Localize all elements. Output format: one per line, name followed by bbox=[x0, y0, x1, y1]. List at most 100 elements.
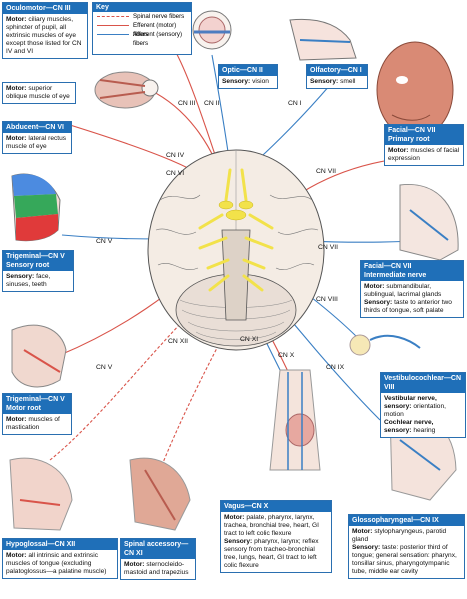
vagus-box: Vagus—CN X Motor: palate, pharynx, laryn… bbox=[220, 500, 332, 573]
trigeminal-motor-text: muscles of mastication bbox=[6, 416, 60, 431]
sensory-label: Sensory: bbox=[6, 273, 35, 280]
facial-primary-motor: muscles of facial expression bbox=[388, 147, 460, 162]
trochlear-motor: superior oblique muscle of eye bbox=[6, 85, 70, 100]
vestibulocochlear-title: Vestibulocochlear—CN VIII bbox=[381, 373, 465, 393]
motor-label: Motor: bbox=[6, 85, 27, 92]
sensory-label: Sensory: bbox=[310, 78, 339, 85]
inner-ear-illustration bbox=[349, 334, 421, 356]
hypoglossal-title: Hypoglossal—CN XII bbox=[3, 539, 117, 550]
brain-inferior-view bbox=[147, 149, 325, 351]
legend-afferent: Afferent (sensory) fibers bbox=[93, 30, 191, 47]
label-cn11: CN XI bbox=[240, 336, 259, 343]
facial-intermediate-sensory: taste to anterior two thirds of tongue, … bbox=[364, 299, 452, 314]
label-cn7b: CN VII bbox=[318, 244, 339, 251]
abducent-box: Abducent—CN VI Motor: lateral rectus mus… bbox=[2, 121, 72, 154]
legend-spinal-label: Spinal nerve fibers bbox=[133, 13, 185, 20]
label-cn5b: CN V bbox=[96, 364, 113, 371]
optic-sensory: vision bbox=[252, 78, 269, 85]
legend-title: Key bbox=[93, 3, 191, 12]
optic-box: Optic—CN II Sensory: vision bbox=[218, 64, 278, 89]
vagus-organs-illustration bbox=[269, 369, 321, 471]
sensory-label: Sensory: bbox=[222, 78, 251, 85]
accessory-title: Spinal accessory—CN XI bbox=[121, 539, 195, 559]
facial-primary-subtitle: Primary root bbox=[388, 136, 430, 143]
facial-intermediate-motor: submandibular, sublingual, lacrimal glan… bbox=[364, 283, 442, 298]
oculomotor-box: Oculomotor—CN III Motor: ciliary muscles… bbox=[2, 2, 88, 59]
facial-intermediate-box: Facial—CN VII Intermediate nerve Motor: s… bbox=[360, 260, 464, 318]
label-cn5a: CN V bbox=[96, 238, 113, 245]
oculomotor-title: Oculomotor—CN III bbox=[3, 3, 87, 14]
hypoglossal-box: Hypoglossal—CN XII Motor: all intrinsic … bbox=[2, 538, 118, 579]
label-cn9: CN IX bbox=[326, 364, 345, 371]
trigeminal-motor-subtitle: Motor root bbox=[6, 405, 41, 412]
sensory-label: Sensory: bbox=[364, 299, 393, 306]
accessory-motor: sternocleido-mastoid and trapezius bbox=[124, 561, 189, 576]
label-cn7a: CN VII bbox=[316, 168, 337, 175]
olfactory-illustration bbox=[289, 18, 357, 61]
neck-muscles-illustration bbox=[129, 457, 191, 531]
cochlear-label: Cochlear nerve, sensory: bbox=[384, 419, 434, 434]
motor-label: Motor: bbox=[6, 416, 27, 423]
trigeminal-sensory-subtitle: Sensory root bbox=[6, 262, 50, 269]
vagus-motor: palate, pharynx, larynx, trachea, bronch… bbox=[224, 514, 319, 537]
legend-efferent-label: Efferent (motor) fibers bbox=[133, 22, 177, 38]
label-cn4: CN IV bbox=[166, 152, 185, 159]
legend-afferent-label: Afferent (sensory) fibers bbox=[133, 31, 183, 47]
trochlear-box: Motor: superior oblique muscle of eye bbox=[2, 82, 76, 104]
vestibulocochlear-box: Vestibulocochlear—CN VIII Vestibular ner… bbox=[380, 372, 466, 438]
vagus-title: Vagus—CN X bbox=[221, 501, 331, 512]
label-cn6: CN VI bbox=[166, 170, 185, 177]
glossopharyngeal-box: Glossopharyngeal—CN IX Motor: stylophary… bbox=[348, 514, 465, 579]
legend-efferent: Efferent (motor) fibers bbox=[93, 21, 191, 38]
facial-intermediate-title: Facial—CN VII bbox=[364, 263, 412, 270]
legend-key: Key Spinal nerve fibers Efferent (motor)… bbox=[92, 2, 192, 55]
vestibular-label: Vestibular nerve, sensory: bbox=[384, 395, 437, 410]
motor-label: Motor: bbox=[6, 16, 27, 23]
trigeminal-motor-box: Trigeminal—CN V Motor root Motor: muscles… bbox=[2, 393, 72, 435]
facial-primary-box: Facial—CN VII Primary root Motor: muscles… bbox=[384, 124, 464, 166]
olfactory-sensory: smell bbox=[340, 78, 356, 85]
trigeminal-sensory-box: Trigeminal—CN V Sensory root Sensory: fac… bbox=[2, 250, 74, 292]
motor-label: Motor: bbox=[364, 283, 385, 290]
skull-jaw-illustration bbox=[11, 324, 67, 388]
vestibular-text: orientation, motion bbox=[384, 403, 446, 418]
trigeminal-motor-title: Trigeminal—CN V bbox=[6, 396, 65, 403]
oculomotor-motor: ciliary muscles, sphincter of pupil, all… bbox=[6, 16, 82, 55]
cochlear-text: hearing bbox=[413, 427, 436, 434]
head-sagittal-illustration bbox=[399, 183, 459, 261]
label-cn8: CN VIII bbox=[316, 296, 338, 303]
abducent-title: Abducent—CN VI bbox=[3, 122, 71, 133]
eye-muscles-illustration bbox=[94, 71, 159, 109]
sensory-label: Sensory: bbox=[224, 538, 253, 545]
sensory-label: Sensory: bbox=[352, 544, 381, 551]
facial-primary-title: Facial—CN VII bbox=[388, 127, 436, 134]
motor-label: Motor: bbox=[388, 147, 409, 154]
trigeminal-sensory-text: face, sinuses, teeth bbox=[6, 273, 51, 288]
motor-label: Motor: bbox=[6, 135, 27, 142]
optic-title: Optic—CN II bbox=[219, 65, 277, 76]
glossopharyngeal-title: Glossopharyngeal—CN IX bbox=[349, 515, 464, 526]
olfactory-title: Olfactory—CN I bbox=[307, 65, 367, 76]
accessory-box: Spinal accessory—CN XI Motor: sternoclei… bbox=[120, 538, 196, 580]
facial-intermediate-subtitle: Intermediate nerve bbox=[364, 272, 427, 279]
hypoglossal-motor: all intrinsic and extrinsic muscles of t… bbox=[6, 552, 107, 575]
tongue-illustration bbox=[9, 457, 73, 531]
glossopharyngeal-motor: stylopharyngeus, parotid gland bbox=[352, 528, 447, 543]
trigeminal-sensory-title: Trigeminal—CN V bbox=[6, 253, 65, 260]
label-cn1: CN I bbox=[288, 100, 302, 107]
glossopharyngeal-sensory: taste: posterior third of tongue; genera… bbox=[352, 544, 457, 575]
cn11-line bbox=[159, 319, 233, 471]
motor-label: Motor: bbox=[352, 528, 373, 535]
label-cn3: CN III bbox=[178, 100, 196, 107]
motor-label: Motor: bbox=[6, 552, 27, 559]
label-cn2: CN II bbox=[204, 100, 220, 107]
trigeminal-face-illustration bbox=[11, 173, 61, 242]
eye-illustration bbox=[192, 10, 232, 50]
legend-spinal: Spinal nerve fibers bbox=[93, 12, 191, 21]
motor-label: Motor: bbox=[224, 514, 245, 521]
vagus-sensory: pharynx, larynx; reflex sensory from tra… bbox=[224, 538, 319, 569]
olfactory-box: Olfactory—CN I Sensory: smell bbox=[306, 64, 368, 89]
label-cn12: CN XII bbox=[168, 338, 189, 345]
label-cn10: CN X bbox=[278, 352, 295, 359]
